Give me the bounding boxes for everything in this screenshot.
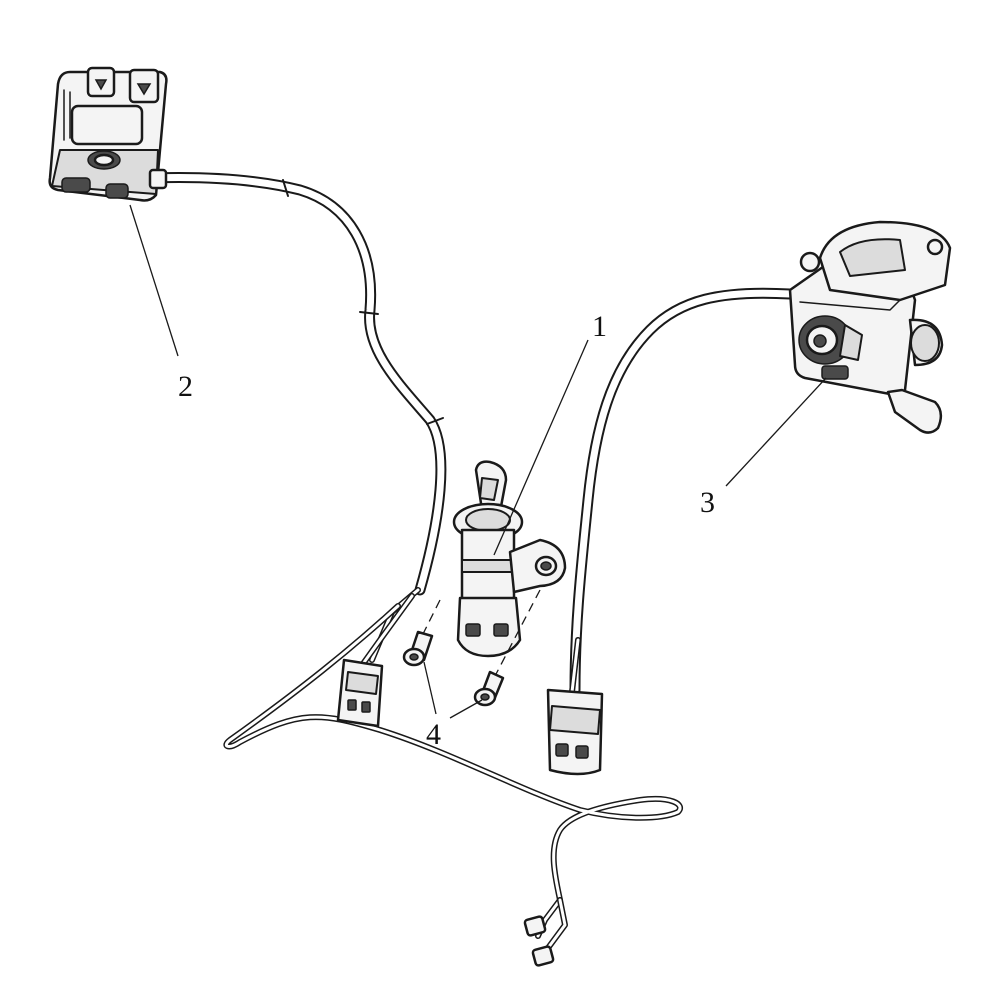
ignition-switch (452, 460, 567, 658)
wiring-harness (223, 587, 683, 967)
callout-1: 1 (592, 310, 607, 343)
mounting-screws (402, 589, 541, 707)
right-throttle-switch (569, 220, 952, 696)
left-harness-connector (336, 658, 384, 728)
screw-upper (402, 630, 434, 667)
right-harness-connector (546, 637, 604, 776)
left-handlebar-switch (48, 66, 447, 596)
leader-lines (129, 204, 827, 719)
callout-2: 2 (178, 370, 193, 403)
callout-3: 3 (700, 486, 715, 519)
callout-4: 4 (426, 718, 441, 751)
screw-lower (473, 670, 505, 707)
